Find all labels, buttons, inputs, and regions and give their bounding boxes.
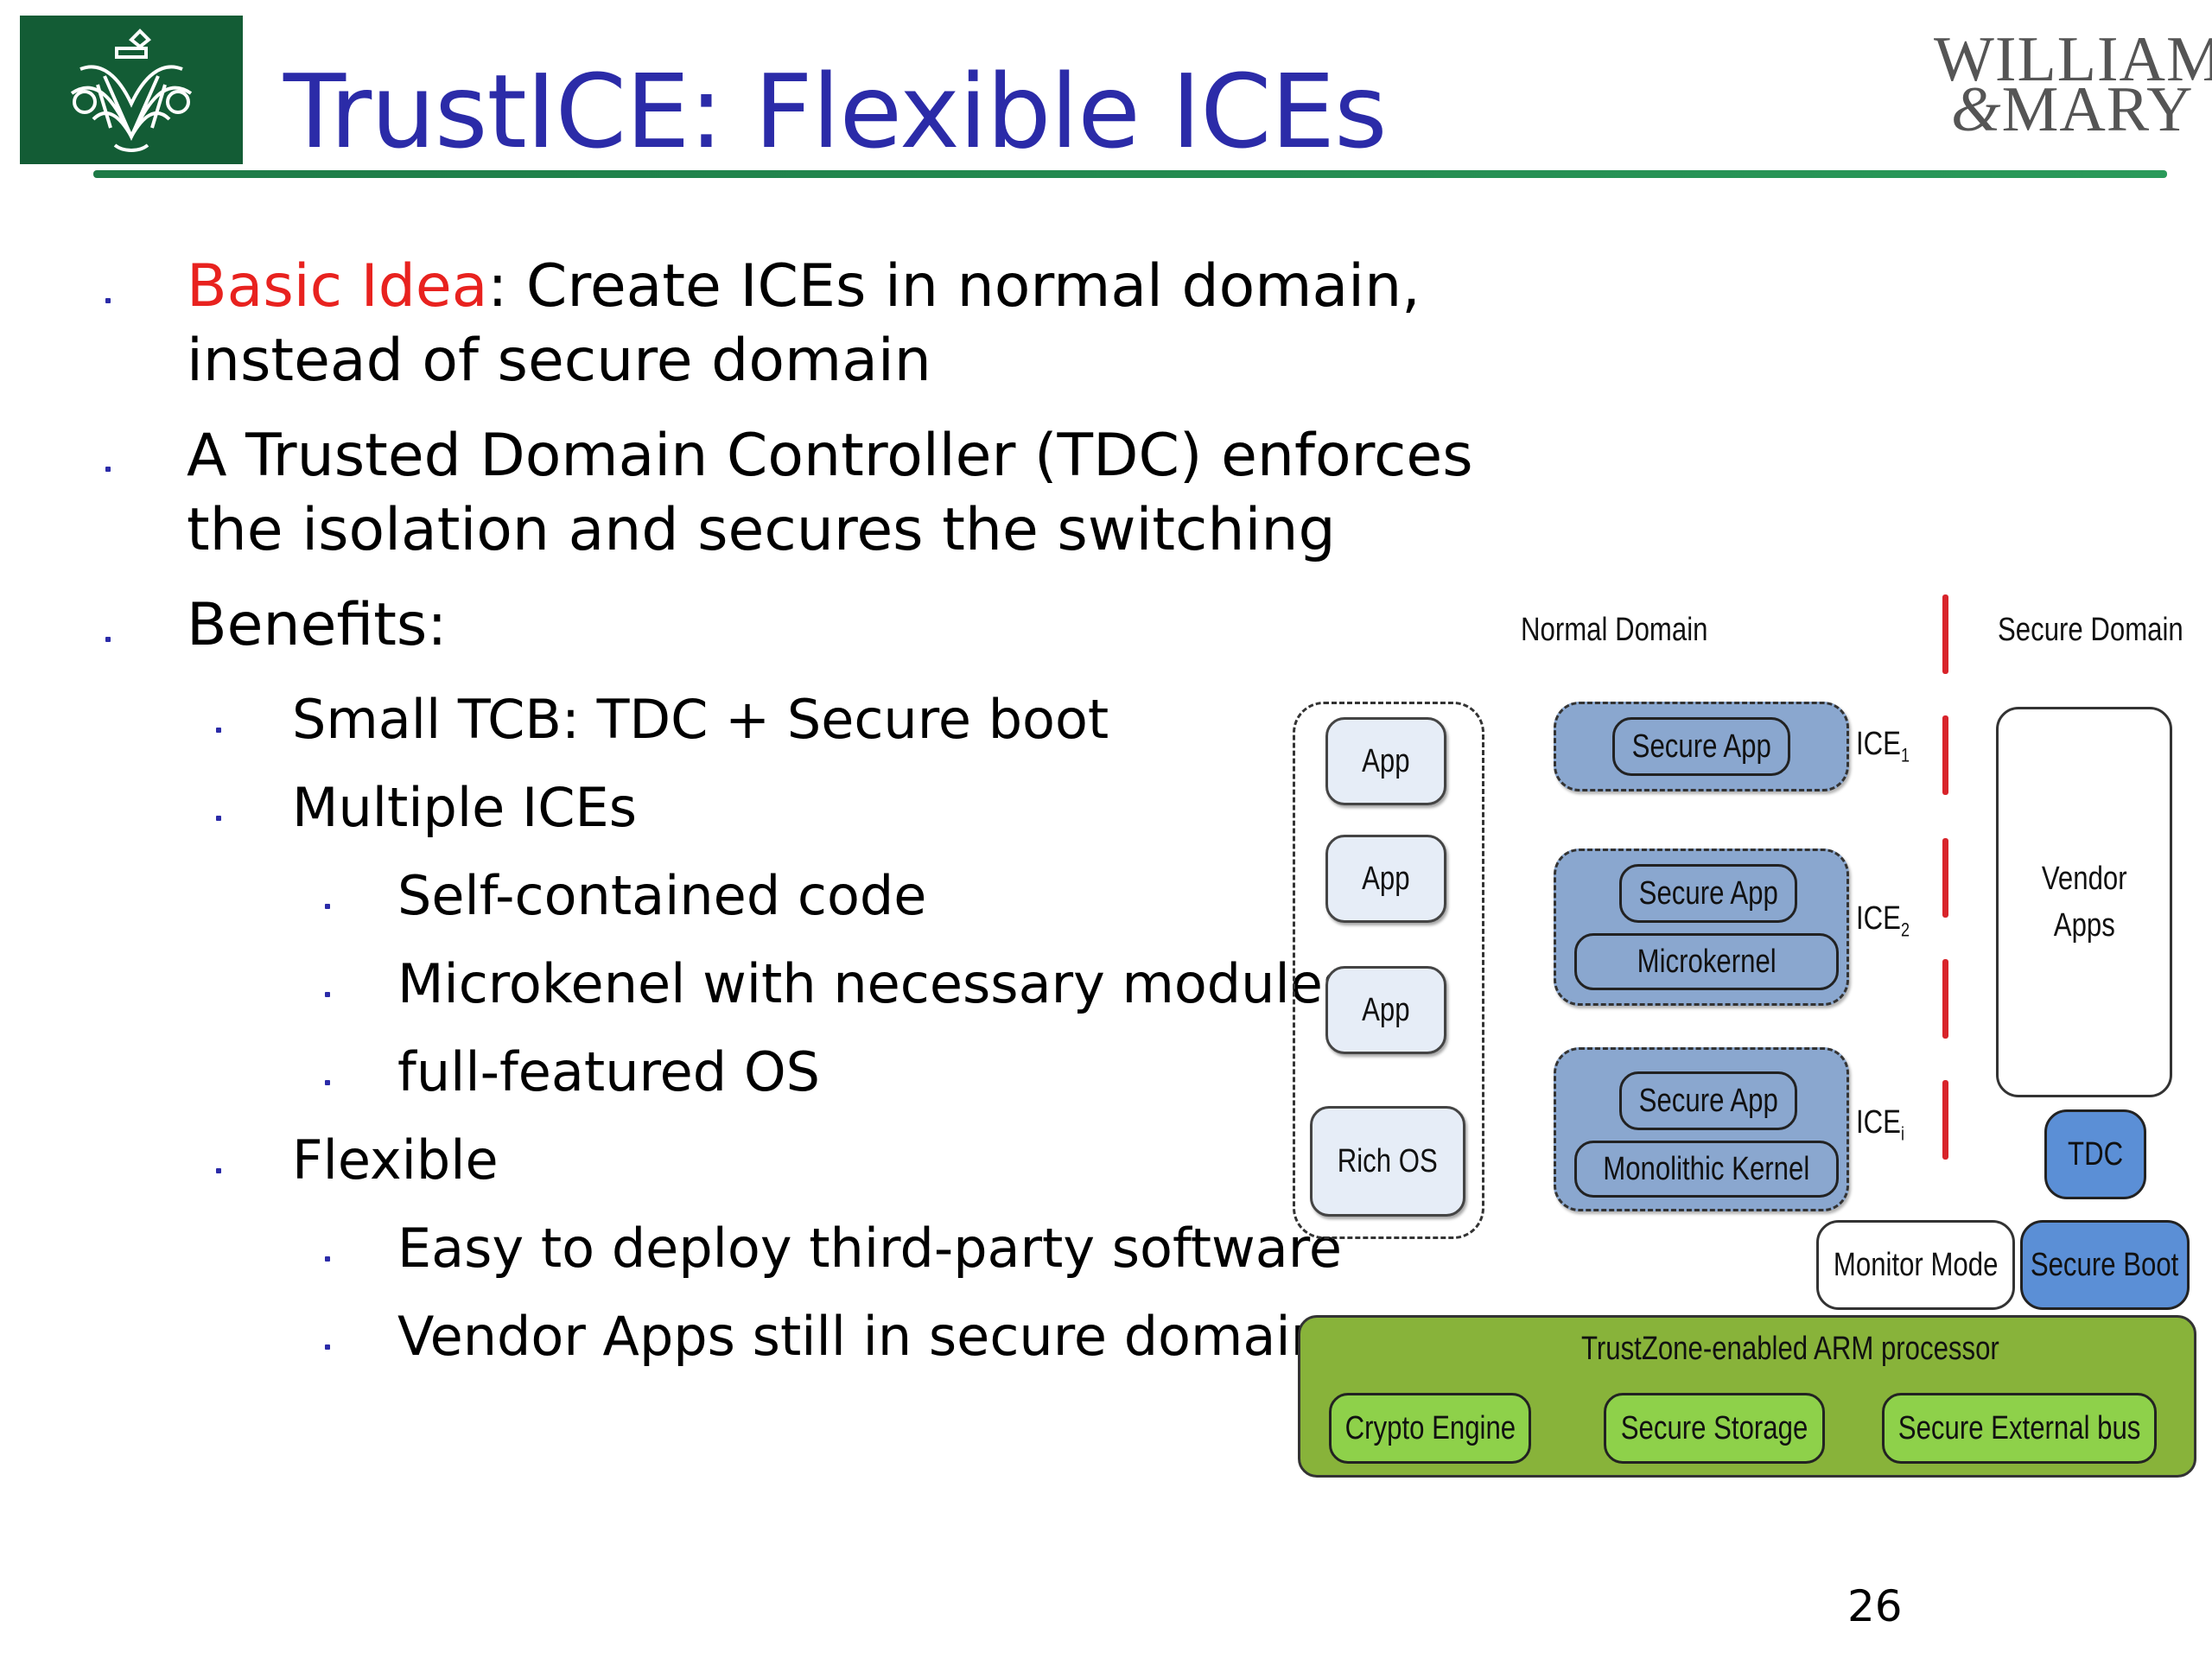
- rich-os-group: [1293, 702, 1484, 1239]
- logo-text-line1: WILLIAM: [1934, 24, 2212, 95]
- bullet-tdc: A Trusted Domain Controller (TDC) enforc…: [187, 422, 1473, 490]
- secure-app-box: Secure App: [1612, 717, 1790, 776]
- bullet-basic-idea: Basic Idea: Create ICEs in normal domain…: [187, 252, 1421, 321]
- secure-app-box: Secure App: [1619, 1071, 1797, 1130]
- logo-text-mary: MARY: [2001, 74, 2194, 145]
- cypher-crest-icon: [70, 29, 193, 152]
- logo-ampersand: &: [1951, 74, 2002, 145]
- bullet-vendor-apps: Vendor Apps still in secure domain: [397, 1305, 1325, 1368]
- william-mary-logo: WILLIAM &MARY: [1910, 28, 2212, 149]
- bullet-flexible: Flexible: [292, 1128, 499, 1192]
- ice-i-label: ICEi: [1856, 1104, 1904, 1145]
- app-box: App: [1325, 966, 1446, 1054]
- secure-domain-label: Secure Domain: [1998, 612, 2183, 648]
- bullet-continuation: the isolation and secures the switching: [187, 496, 1336, 564]
- bullet-marker: [216, 1168, 221, 1173]
- bullet-microkenel: Microkenel with necessary modules: [397, 952, 1351, 1015]
- bullet-marker: [325, 992, 330, 997]
- bullet-small-tcb: Small TCB: TDC + Secure boot: [292, 688, 1109, 751]
- secure-boot-box: Secure Boot: [2020, 1220, 2190, 1310]
- crypto-engine-box: Crypto Engine: [1329, 1393, 1531, 1464]
- bullet-marker: [105, 637, 111, 642]
- crest-logo: [20, 16, 243, 164]
- bullet-highlight: Basic Idea: [187, 252, 488, 321]
- ice-2-label: ICE2: [1856, 900, 1910, 941]
- bullet-third-party: Easy to deploy third-party software: [397, 1217, 1342, 1280]
- vendor-apps-box: Vendor Apps: [1996, 707, 2172, 1097]
- domain-divider: [1942, 959, 1948, 1039]
- bullet-self-contained: Self-contained code: [397, 864, 927, 927]
- bullet-marker: [105, 298, 111, 303]
- tdc-box: TDC: [2044, 1109, 2146, 1199]
- bullet-full-os: full-featured OS: [397, 1040, 821, 1103]
- ice-1-label: ICE1: [1856, 726, 1910, 766]
- vendor-apps-line1: Vendor: [2041, 861, 2127, 897]
- app-box: App: [1325, 835, 1446, 923]
- secure-storage-box: Secure Storage: [1604, 1393, 1825, 1464]
- bullet-marker: [325, 1344, 330, 1350]
- bullet-marker: [105, 467, 111, 472]
- bullet-marker: [216, 728, 221, 733]
- domain-divider: [1942, 715, 1948, 795]
- monitor-mode-box: Monitor Mode: [1816, 1220, 2015, 1310]
- logo-text-line2: &MARY: [1951, 78, 2194, 142]
- microkernel-box: Microkernel: [1574, 933, 1839, 990]
- secure-external-bus-box: Secure External bus: [1882, 1393, 2157, 1464]
- title-divider: [93, 170, 2167, 178]
- normal-domain-label: Normal Domain: [1521, 612, 1708, 648]
- bullet-benefits: Benefits:: [187, 591, 448, 659]
- domain-divider: [1942, 594, 1948, 674]
- bullet-marker: [325, 904, 330, 909]
- processor-label: TrustZone-enabled ARM processor: [1581, 1331, 1999, 1367]
- monolithic-kernel-box: Monolithic Kernel: [1574, 1141, 1839, 1198]
- bullet-text: : Create ICEs in normal domain,: [487, 252, 1421, 321]
- bullet-marker: [325, 1256, 330, 1262]
- page-number: 26: [1847, 1581, 1903, 1631]
- slide-title: TrustICE: Flexible ICEs: [283, 52, 1388, 171]
- rich-os-box: Rich OS: [1310, 1106, 1465, 1217]
- bullet-marker: [216, 816, 221, 821]
- app-box: App: [1325, 717, 1446, 805]
- secure-app-box: Secure App: [1619, 864, 1797, 923]
- domain-divider: [1942, 1080, 1948, 1160]
- domain-divider: [1942, 838, 1948, 918]
- bullet-marker: [325, 1080, 330, 1085]
- vendor-apps-line2: Apps: [2053, 907, 2115, 944]
- bullet-continuation: instead of secure domain: [187, 327, 931, 395]
- bullet-multiple-ices: Multiple ICEs: [292, 776, 638, 839]
